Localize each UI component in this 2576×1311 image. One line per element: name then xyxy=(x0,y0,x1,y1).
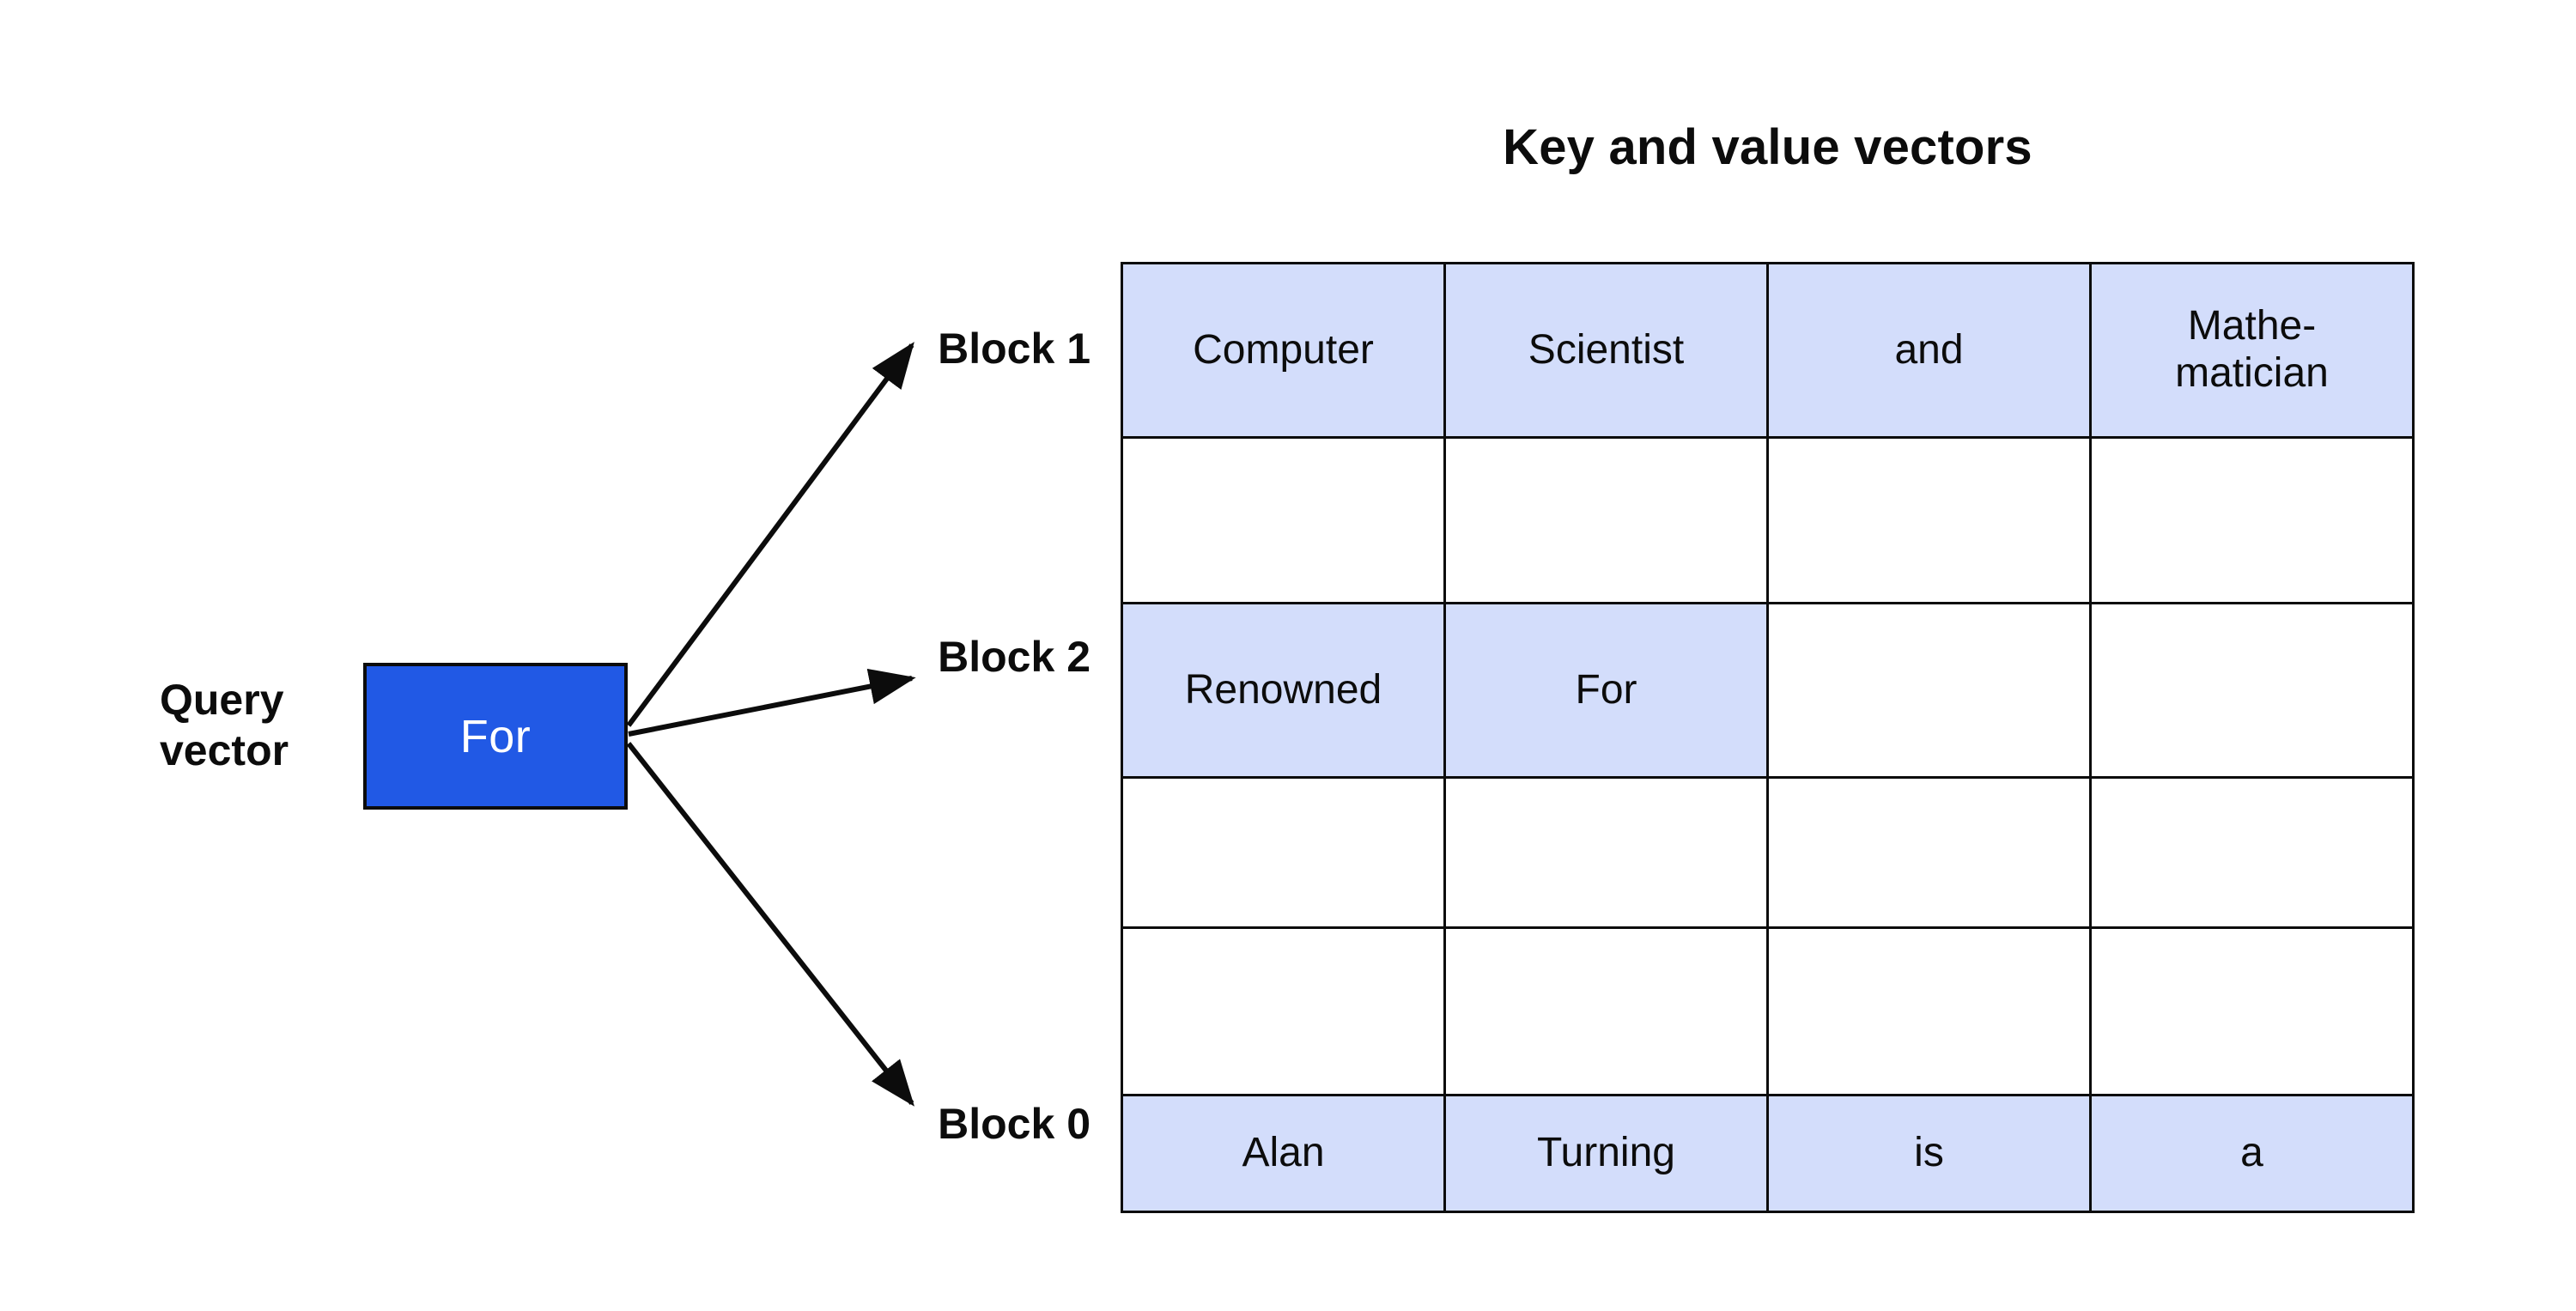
table-cell-r3c2[interactable] xyxy=(1766,776,2092,929)
cell-text: Turning xyxy=(1537,1130,1675,1176)
table-row xyxy=(1121,776,2415,929)
cell-text: Renowned xyxy=(1184,666,1382,713)
table-cell-r1c0[interactable] xyxy=(1121,436,1446,604)
cell-text: Alan xyxy=(1242,1130,1325,1176)
table-row xyxy=(1121,436,2415,604)
block-label-block-1: Block 1 xyxy=(938,325,1091,373)
table-cell-r0c2[interactable]: and xyxy=(1766,262,2092,439)
table-cell-r4c2[interactable] xyxy=(1766,926,2092,1096)
table-cell-r1c3[interactable] xyxy=(2089,436,2415,604)
block-label-block-0: Block 0 xyxy=(938,1100,1091,1148)
table-row: Computer Scientist and Mathe-matician xyxy=(1121,262,2415,439)
query-vector-token: For xyxy=(459,710,532,762)
arrow-to-block-0 xyxy=(626,742,914,1107)
cell-text: and xyxy=(1894,326,1964,373)
query-vector-label: Query vector xyxy=(160,675,357,776)
table-cell-r1c1[interactable] xyxy=(1443,436,1769,604)
table-cell-r4c1[interactable] xyxy=(1443,926,1769,1096)
table-row xyxy=(1121,926,2415,1096)
table-cell-r4c3[interactable] xyxy=(2089,926,2415,1096)
cell-text: a xyxy=(2240,1130,2263,1176)
table-cell-r5c1[interactable]: Turning xyxy=(1443,1094,1769,1213)
table-cell-r0c3[interactable]: Mathe-matician xyxy=(2089,262,2415,439)
cell-text: Scientist xyxy=(1528,326,1685,373)
table-cell-r2c2[interactable] xyxy=(1766,602,2092,779)
table-cell-r3c1[interactable] xyxy=(1443,776,1769,929)
table-row: Renowned For xyxy=(1121,602,2415,779)
table-cell-r5c0[interactable]: Alan xyxy=(1121,1094,1446,1213)
table-cell-r5c2[interactable]: is xyxy=(1766,1094,2092,1213)
arrow-to-block-2 xyxy=(628,668,916,737)
key-value-table: Computer Scientist and Mathe-matician Re… xyxy=(1121,262,2415,1213)
table-row: Alan Turning is a xyxy=(1121,1094,2415,1213)
table-cell-r0c0[interactable]: Computer xyxy=(1121,262,1446,439)
block-label-block-2: Block 2 xyxy=(938,633,1091,681)
table-cell-r2c0[interactable]: Renowned xyxy=(1121,602,1446,779)
cell-text: Computer xyxy=(1193,326,1374,373)
cell-text: is xyxy=(1914,1130,1944,1176)
table-cell-r2c1[interactable]: For xyxy=(1443,602,1769,779)
cell-text: For xyxy=(1575,666,1637,713)
query-vector-label-line2: vector xyxy=(160,726,289,774)
cell-text: Mathe- xyxy=(2187,303,2317,349)
table-cell-r3c3[interactable] xyxy=(2089,776,2415,929)
table-cell-r2c3[interactable] xyxy=(2089,602,2415,779)
query-vector-label-line1: Query xyxy=(160,676,284,724)
table-cell-r0c1[interactable]: Scientist xyxy=(1443,262,1769,439)
table-cell-r4c0[interactable] xyxy=(1121,926,1446,1096)
query-vector-box[interactable]: For xyxy=(363,663,628,810)
cell-text-line2: matician xyxy=(2175,350,2329,396)
table-cell-r3c0[interactable] xyxy=(1121,776,1446,929)
table-cell-r1c2[interactable] xyxy=(1766,436,2092,604)
table-cell-r5c3[interactable]: a xyxy=(2089,1094,2415,1213)
page-title: Key and value vectors xyxy=(1503,119,2032,175)
